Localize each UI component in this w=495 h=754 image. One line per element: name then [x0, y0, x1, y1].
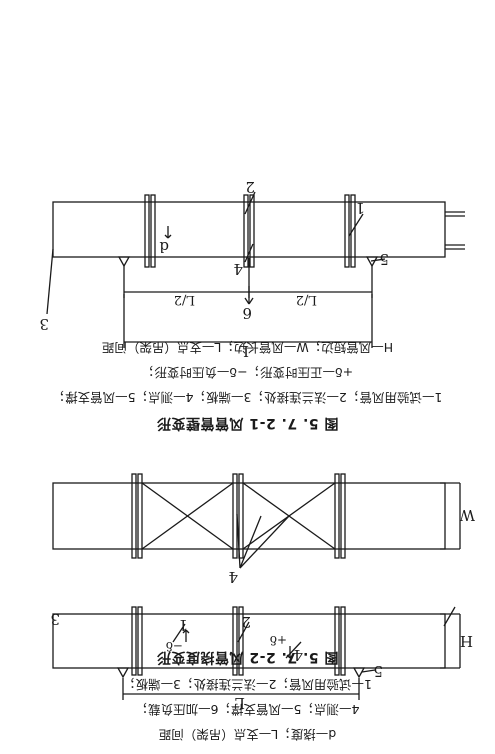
fig2-callout-d: d — [159, 238, 169, 256]
fig1-title: 图 5. 7. 2-1 风管管壁变形 — [156, 415, 339, 431]
fig2-callout-4: 4 — [233, 260, 243, 278]
fig2-callout-6: 6 — [242, 304, 252, 322]
fig2-callout-5: 5 — [379, 250, 389, 268]
fig2-deflection-marker — [164, 226, 172, 239]
fig2-legend-line-1: 1—试验用风管；2—法兰连接处；3—端板； — [123, 677, 372, 692]
fig1-top-view — [52, 473, 461, 569]
fig2-leader-2 — [244, 191, 256, 215]
fig2-duct — [52, 201, 446, 258]
fig1-legend-line-1: 1—试验用风管；2—法兰连接处；3—端板；4—测点；5—风管支撑； — [52, 390, 443, 405]
fig1-dim-L-label: L — [235, 694, 245, 712]
fig2-support-left — [365, 256, 379, 268]
fig1-dim-W — [440, 482, 461, 550]
fig1-legend-line-3: H—风管短边；W—风管长边；L—支点（吊架）间距 — [101, 340, 394, 355]
fig1-callout-4: 4 — [293, 646, 303, 664]
fig2-legend-line-3: d—挠度；L—支点（吊架）间距 — [158, 727, 337, 742]
fig1-dim-H — [440, 613, 461, 669]
fig2-pressure-pipes — [445, 211, 465, 250]
fig2-callout-3: 3 — [39, 315, 49, 333]
fig1-leader-5 — [361, 669, 376, 673]
fig2-leader-5 — [370, 258, 386, 262]
fig1-side-view — [52, 606, 461, 700]
fig2-callout-2: 2 — [245, 178, 255, 196]
fig1-minus-delta: −δ — [166, 639, 183, 653]
fig1-flange-left — [334, 606, 346, 676]
fig2-dim-half-right: L/2 — [296, 292, 317, 307]
fig1-leader-1 — [172, 623, 186, 643]
fig2-leader-3 — [46, 248, 54, 315]
fig2-dim-half — [123, 266, 373, 298]
fig1-legend-line-2: +δ—正压时变形；−δ—负压时变形； — [141, 365, 354, 380]
fig1-leader-4 — [285, 641, 302, 659]
fig2-dim-L-label: L — [239, 342, 249, 360]
fig1-support-right — [116, 667, 130, 679]
fig2-leader-4 — [244, 243, 254, 263]
fig1-flange-right — [131, 606, 143, 676]
fig1-callout-5: 5 — [373, 662, 383, 680]
fig2-callout-1: 1 — [355, 199, 365, 217]
fig1-leader-3 — [443, 606, 456, 627]
fig1-top-flange-right — [131, 473, 143, 559]
fig1-top-leaders-4 — [236, 513, 290, 569]
fig1-top-flange-left — [334, 473, 346, 559]
fig1-top-flange-middle — [232, 473, 244, 559]
fig1-dim-W-label: W — [459, 506, 475, 524]
fig1-dim-H-label: H — [460, 632, 473, 650]
fig2-flange-middle — [243, 194, 255, 268]
fig1-callout-3: 3 — [50, 610, 60, 628]
fig2-dim-half-left: L/2 — [174, 292, 195, 307]
fig1-support-left — [352, 667, 366, 679]
fig2-legend-line-2: 4—测点；5—风管支撑；6—加压负载； — [135, 702, 360, 717]
fig1-plus-delta: +δ — [270, 633, 287, 647]
fig2-support-right — [117, 256, 131, 268]
fig1-leader-2 — [237, 621, 250, 643]
fig2-side-view — [46, 191, 465, 348]
fig2-flange-left — [344, 194, 356, 268]
fig2-flange-right — [144, 194, 156, 268]
fig1-duct-top — [52, 482, 446, 550]
fig1-callout-1: 1 — [178, 616, 188, 634]
fig1-duct-side — [52, 613, 446, 669]
fig1-top-callout-4: 4 — [228, 568, 238, 586]
fig1-callout-2: 2 — [241, 613, 251, 631]
fig2-title: 图 5. 7. 2-2 风管挠度变形 — [156, 649, 339, 665]
fig2-leader-1 — [348, 213, 364, 237]
fig2-dim-L — [123, 294, 373, 348]
fig1-dim-L — [122, 678, 360, 700]
